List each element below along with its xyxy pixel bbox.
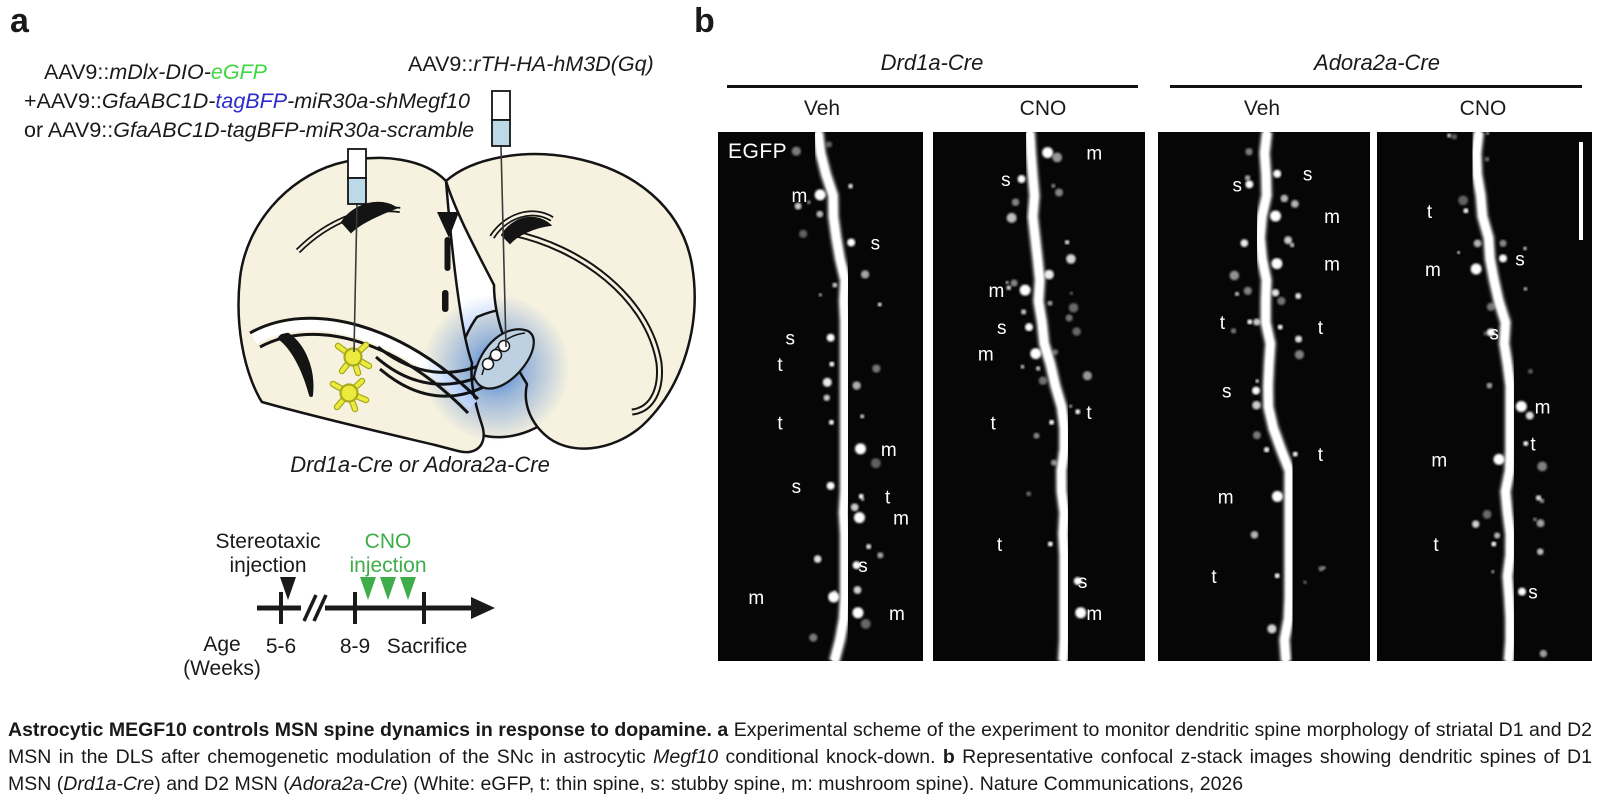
- spine-type-label: m: [1324, 255, 1340, 276]
- construct-line-2: +AAV9::GfaABC1D-tagBFP-miR30a-shMegf10: [24, 89, 470, 113]
- spine-type-label: m: [748, 588, 764, 609]
- spine-type-label: t: [1433, 535, 1439, 556]
- spine-type-label: m: [1086, 144, 1102, 165]
- aav-construct-list: AAV9::mDlx-DIO-eGFP +AAV9::GfaABC1D-tagB…: [24, 58, 474, 145]
- spine-type-label: t: [885, 487, 891, 508]
- spine-type-label: s: [1078, 572, 1088, 593]
- tick-label-5-6: 5-6: [266, 635, 296, 658]
- group-underline-adora2a: [1170, 85, 1582, 88]
- spine-type-label: s: [1489, 323, 1499, 344]
- spine-type-label: s: [1222, 382, 1232, 403]
- spine-type-label: s: [1233, 175, 1243, 196]
- external-capsule-arc-inner: [511, 231, 661, 414]
- tick-label-8-9: 8-9: [340, 635, 370, 658]
- construct-right-label: AAV9::rTH-HA-hM3D(Gq): [408, 52, 654, 76]
- experiment-timeline: Stereotaxic injection CNO injection Age …: [183, 530, 495, 680]
- age-label-line1: Age: [203, 633, 240, 656]
- spine-type-label: t: [1211, 567, 1217, 588]
- spine-type-label: m: [988, 281, 1004, 302]
- egfp-channel-label: EGFP: [728, 140, 788, 163]
- condition-label-veh: Veh: [1243, 97, 1281, 120]
- stereotaxic-injection-arrowhead: [280, 577, 296, 600]
- spine-type-label: t: [1086, 403, 1092, 424]
- astrocyte-icon: [334, 341, 373, 377]
- spine-type-label: m: [791, 186, 807, 207]
- brain-diagram: [237, 90, 696, 454]
- syringe-icon: [491, 90, 511, 147]
- injection-site-dots: [481, 339, 511, 371]
- spine-type-label: m: [889, 604, 905, 625]
- scale-bar: [1579, 142, 1583, 240]
- age-label-line2: (Weeks): [183, 657, 261, 680]
- right-cc-arc-inner: [490, 212, 553, 238]
- condition-label-veh: Veh: [803, 97, 841, 120]
- spine-type-label: t: [777, 355, 783, 376]
- spine-type-label: s: [1001, 170, 1011, 191]
- needle-line: [353, 203, 358, 353]
- stereotaxic-label-line2: injection: [229, 554, 306, 577]
- condition-label-cno: CNO: [1019, 97, 1067, 120]
- spine-type-label: m: [893, 509, 909, 530]
- axis-break-icon: [302, 594, 328, 622]
- snc-region: [472, 328, 535, 390]
- spine-type-label: m: [1425, 260, 1441, 281]
- midline-mark-upper: [444, 237, 451, 271]
- spine-type-label: m: [1431, 450, 1447, 471]
- spine-type-label: t: [1318, 318, 1324, 339]
- group-title-drd1a: Drd1a-Cre: [880, 50, 984, 75]
- spine-type-label: m: [1086, 604, 1102, 625]
- timeline-arrowhead: [471, 597, 495, 619]
- needle-line: [500, 145, 507, 348]
- spine-type-label: s: [792, 477, 802, 498]
- midline-mark-lower: [442, 290, 449, 312]
- spine-type-label: t: [1220, 313, 1226, 334]
- brain-caption: Drd1a-Cre or Adora2a-Cre: [290, 452, 550, 477]
- spine-type-label: s: [871, 234, 881, 255]
- construct-line-1: AAV9::mDlx-DIO-eGFP: [44, 60, 268, 84]
- spine-type-label: t: [1530, 435, 1536, 456]
- spine-type-label: s: [1303, 165, 1313, 186]
- third-ventricle: [437, 212, 459, 238]
- group-title-adora2a: Adora2a-Cre: [1314, 50, 1440, 75]
- spine-type-label: m: [881, 440, 897, 461]
- figure-caption: Astrocytic MEGF10 controls MSN spine dyn…: [8, 718, 1592, 794]
- construct-line-3: or AAV9::GfaABC1D-tagBFP-miR30a-scramble: [24, 118, 475, 142]
- spine-type-label: s: [1515, 249, 1525, 270]
- spine-type-label: m: [1218, 487, 1234, 508]
- spine-type-label: t: [1427, 202, 1433, 223]
- stereotaxic-label-line1: Stereotaxic: [215, 530, 320, 553]
- spine-type-label: s: [858, 556, 868, 577]
- spine-type-label: t: [777, 413, 783, 434]
- spine-type-label: t: [997, 535, 1003, 556]
- spine-type-label: m: [978, 345, 994, 366]
- right-ventricle: [500, 216, 553, 245]
- spine-type-label: t: [991, 413, 997, 434]
- cno-label-line1: CNO: [365, 530, 412, 553]
- timeline-ticks: [279, 592, 426, 624]
- left-ventricle: [340, 201, 399, 234]
- spine-type-label: s: [786, 329, 796, 350]
- syringe-icon: [347, 148, 367, 205]
- tick-label-sacrifice: Sacrifice: [387, 635, 468, 658]
- panel-a-label: a: [10, 2, 29, 40]
- panel-b-label: b: [694, 2, 715, 40]
- spine-type-label: t: [1318, 445, 1324, 466]
- astrocyte-icon: [329, 377, 370, 413]
- spine-type-label: m: [1535, 398, 1551, 419]
- spine-type-label: s: [1528, 583, 1538, 604]
- spine-type-label: m: [1324, 207, 1340, 228]
- condition-label-cno: CNO: [1459, 97, 1507, 120]
- spine-type-label: s: [997, 318, 1007, 339]
- group-underline-drd1a: [727, 85, 1138, 88]
- cno-label-line2: injection: [349, 554, 426, 577]
- cno-injection-arrowheads: [360, 577, 416, 600]
